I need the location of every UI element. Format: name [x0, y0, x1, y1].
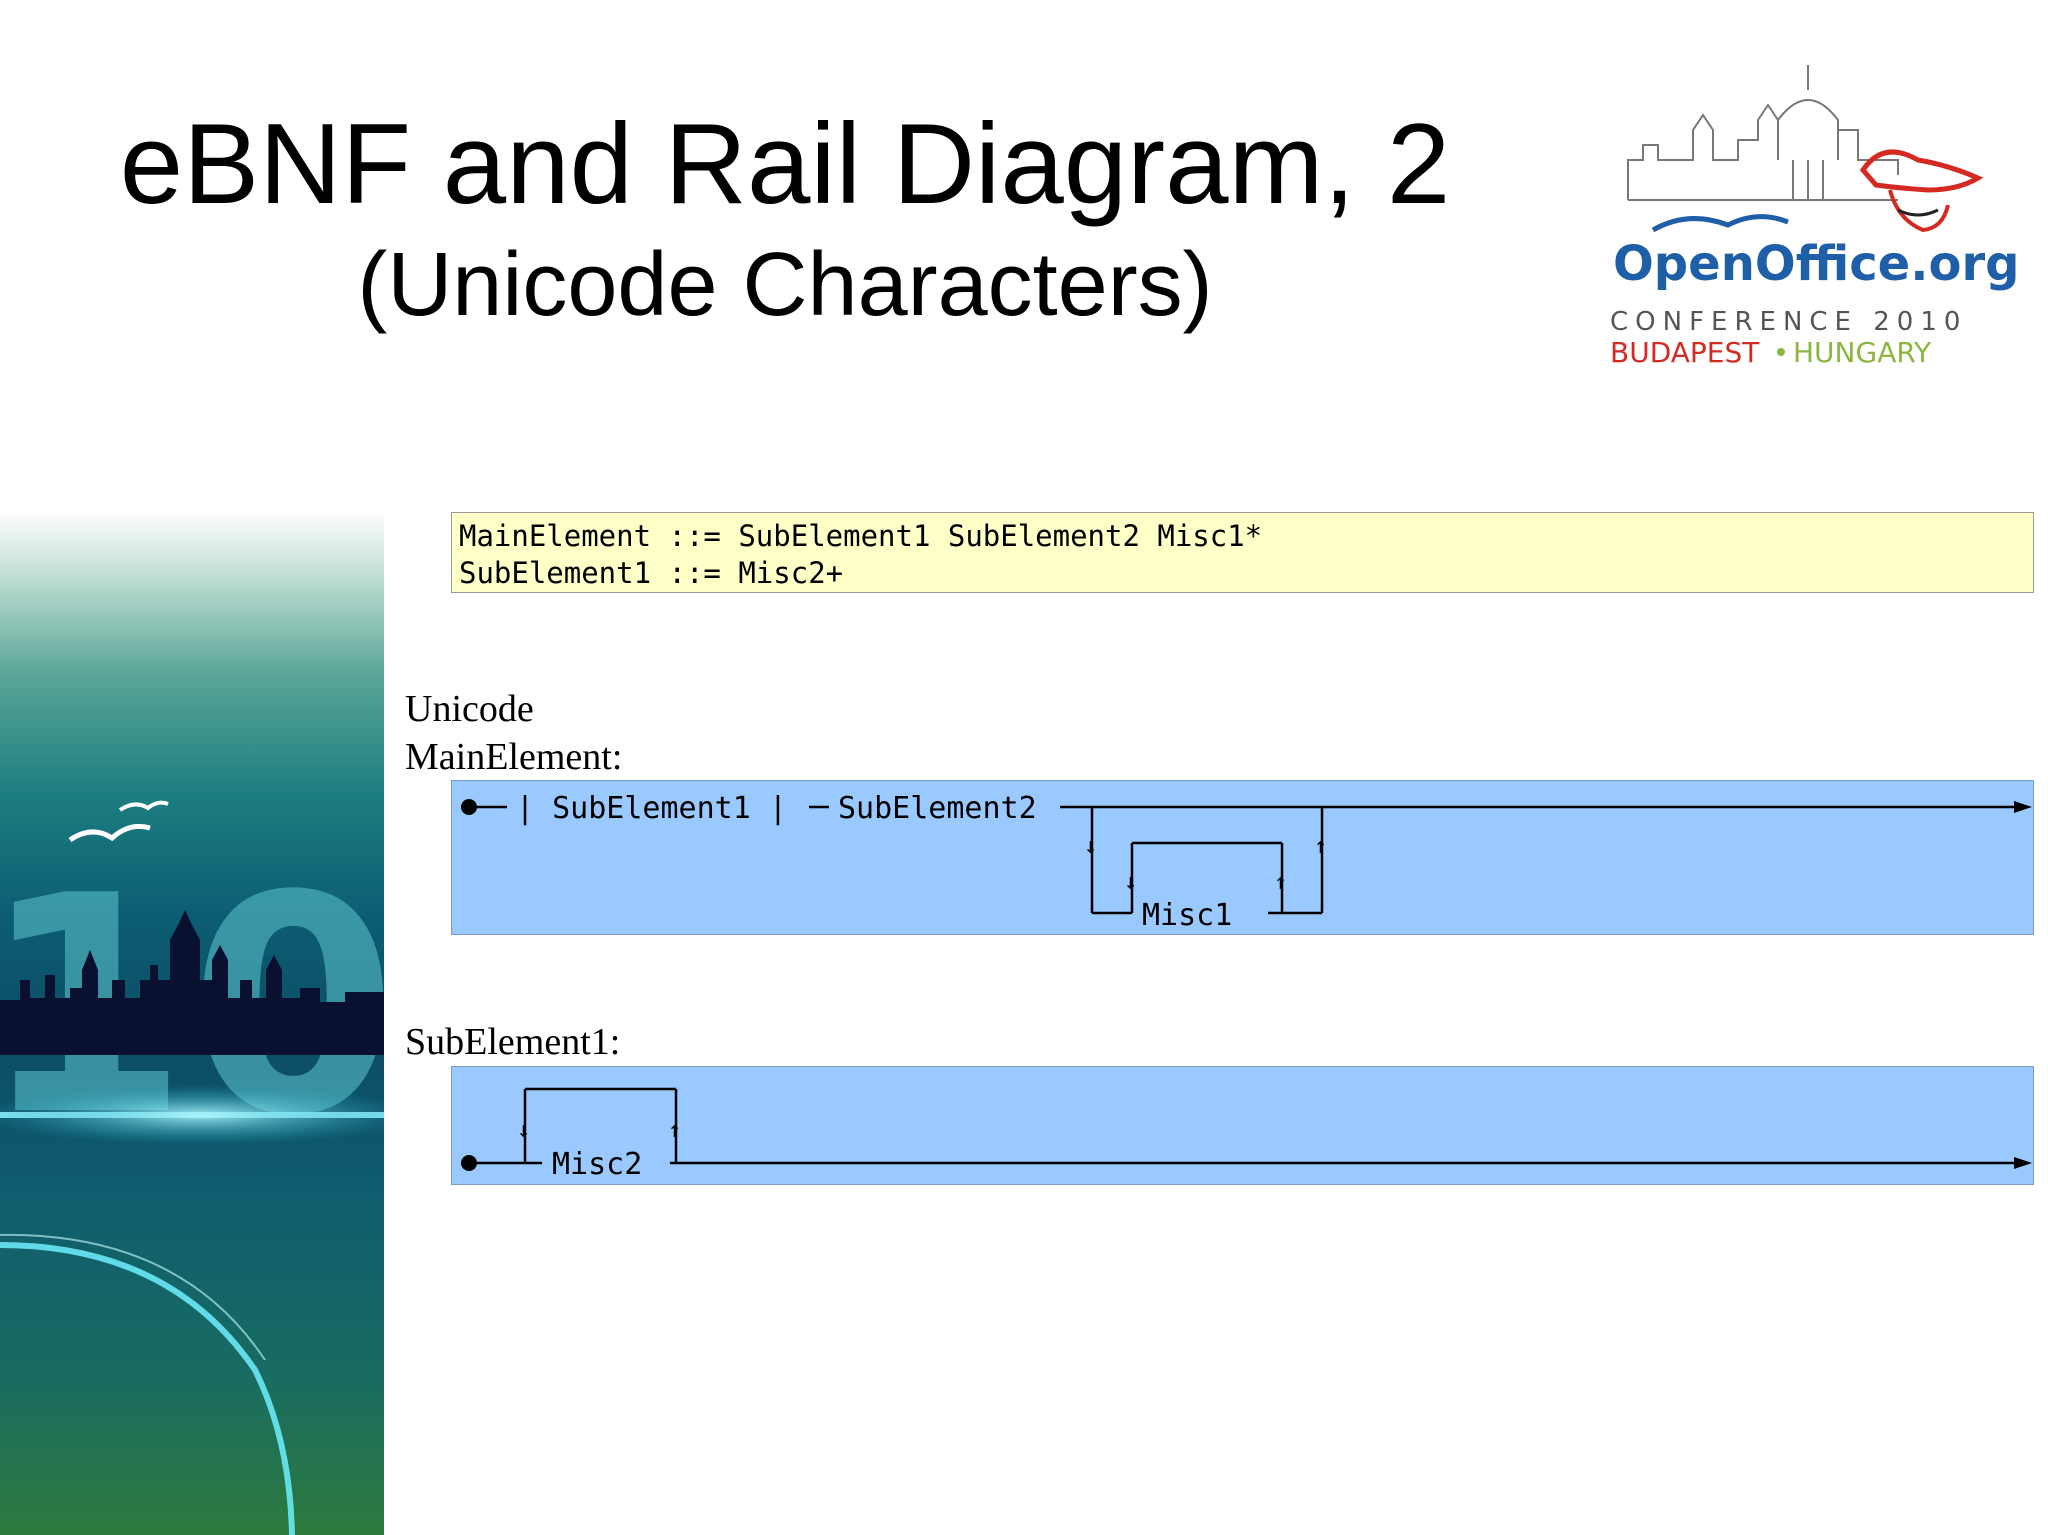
- ebnf-line-1: MainElement ::= SubElement1 SubElement2 …: [459, 519, 1263, 553]
- rail-diagram-main-element: ↓ ↑ ↓ ↑ | SubElement1 | SubElement2 Misc…: [451, 780, 2034, 935]
- diagram-1-label-line-2: MainElement:: [405, 736, 623, 778]
- diagram-1-label-line-1: Unicode: [405, 688, 534, 730]
- svg-text:↑: ↑: [1314, 834, 1327, 859]
- budapest-skyline-graphic: 10: [0, 800, 384, 1535]
- rail-item-subelement1: | SubElement1 |: [516, 791, 787, 826]
- logo-brand-text: OpenOffice.org: [1613, 236, 2018, 292]
- ebnf-code-box: MainElement ::= SubElement1 SubElement2 …: [451, 512, 2034, 593]
- ebnf-line-2: SubElement1 ::= Misc2+: [459, 556, 844, 590]
- rail-item-misc1: Misc1: [1142, 898, 1232, 933]
- rail-diagram-subelement1: ↓ ↑ Misc2: [451, 1066, 2034, 1185]
- svg-text:↑: ↑: [668, 1118, 681, 1143]
- rail-item-misc2: Misc2: [552, 1147, 642, 1182]
- conference-logo: OpenOffice.org CONFERENCE 2010 BUDAPEST …: [1598, 60, 2019, 400]
- logo-country-text: HUNGARY: [1793, 336, 1932, 369]
- svg-text:↑: ↑: [1274, 870, 1287, 895]
- rail-item-subelement2: SubElement2: [838, 791, 1037, 826]
- logo-city-text: BUDAPEST: [1610, 336, 1760, 369]
- logo-conference-text: CONFERENCE 2010: [1610, 307, 1967, 337]
- svg-text:↓: ↓: [1124, 870, 1137, 895]
- diagram-2-label: SubElement1:: [405, 1021, 621, 1063]
- conference-logo-graphic: OpenOffice.org CONFERENCE 2010 BUDAPEST …: [1610, 65, 2019, 369]
- svg-text:↓: ↓: [517, 1118, 530, 1143]
- svg-text:↓: ↓: [1084, 834, 1097, 859]
- slide-title: eBNF and Rail Diagram, 2: [119, 101, 1451, 228]
- decorative-side-band: 10: [0, 510, 384, 1535]
- slide-subtitle: (Unicode Characters): [357, 235, 1213, 335]
